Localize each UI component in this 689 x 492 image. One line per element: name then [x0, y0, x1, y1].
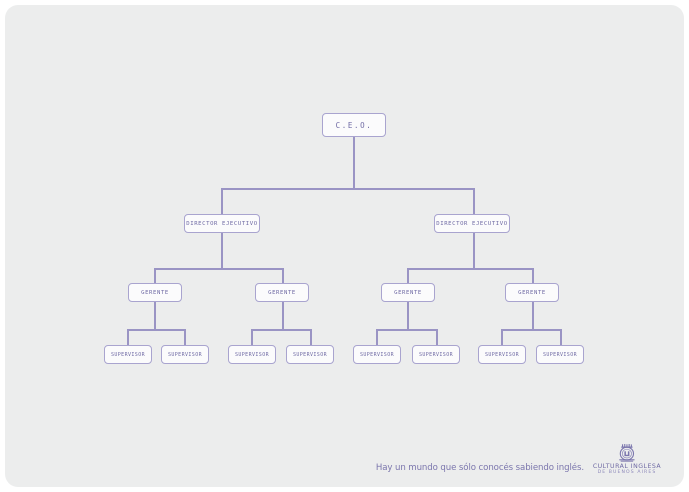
org-node-n3b: SUPERVISOR [161, 345, 209, 364]
org-node-n1a: DIRECTOR EJECUTIVO [184, 214, 260, 233]
connector-line [473, 188, 475, 214]
connector-line [184, 329, 186, 345]
logo-subtitle: DE BUENOS AIRES [597, 470, 657, 475]
org-node-n0: C.E.O. [322, 113, 386, 137]
brand-logo: CULTURAL INGLESA DE BUENOS AIRES [586, 444, 668, 478]
org-node-n3h: SUPERVISOR [536, 345, 584, 364]
org-node-n3e: SUPERVISOR [353, 345, 401, 364]
connector-line [353, 137, 355, 188]
connector-line [221, 233, 223, 268]
connector-line [407, 268, 533, 270]
org-node-n3g: SUPERVISOR [478, 345, 526, 364]
logo-name: CULTURAL INGLESA [592, 463, 662, 470]
connector-line [560, 329, 562, 345]
poster-footer: Hay un mundo que sólo conocés sabiendo i… [5, 441, 684, 487]
connector-line [251, 329, 253, 345]
connector-line [127, 329, 129, 345]
org-node-n2b: GERENTE [255, 283, 309, 302]
connector-line [407, 268, 409, 283]
connector-line [532, 268, 534, 283]
org-node-n3f: SUPERVISOR [412, 345, 460, 364]
org-node-n3d: SUPERVISOR [286, 345, 334, 364]
connector-line [221, 188, 474, 190]
org-node-n2d: GERENTE [505, 283, 559, 302]
connector-line [154, 268, 282, 270]
connector-line [282, 302, 284, 329]
connector-line [154, 268, 156, 283]
tagline: Hay un mundo que sólo conocés sabiendo i… [375, 463, 584, 473]
org-chart: C.E.O. DIRECTOR EJECUTIVO DIRECTOR EJECUTI… [5, 5, 684, 487]
connector-line [154, 302, 156, 329]
org-node-n3c: SUPERVISOR [228, 345, 276, 364]
org-node-n2c: GERENTE [381, 283, 435, 302]
org-node-n3a: SUPERVISOR [104, 345, 152, 364]
heraldic-crest-icon [619, 444, 635, 462]
connector-line [127, 329, 185, 331]
connector-line [376, 329, 378, 345]
connector-line [473, 233, 475, 268]
connector-line [532, 302, 534, 329]
org-node-n1b: DIRECTOR EJECUTIVO [434, 214, 510, 233]
connector-line [407, 302, 409, 329]
connector-line [251, 329, 310, 331]
connector-line [376, 329, 436, 331]
org-node-n2a: GERENTE [128, 283, 182, 302]
poster-panel: C.E.O. DIRECTOR EJECUTIVO DIRECTOR EJECUTI… [5, 5, 684, 487]
connector-line [221, 188, 223, 214]
connector-line [282, 268, 284, 283]
connector-line [310, 329, 312, 345]
connector-line [501, 329, 560, 331]
connector-line [501, 329, 503, 345]
connector-line [436, 329, 438, 345]
